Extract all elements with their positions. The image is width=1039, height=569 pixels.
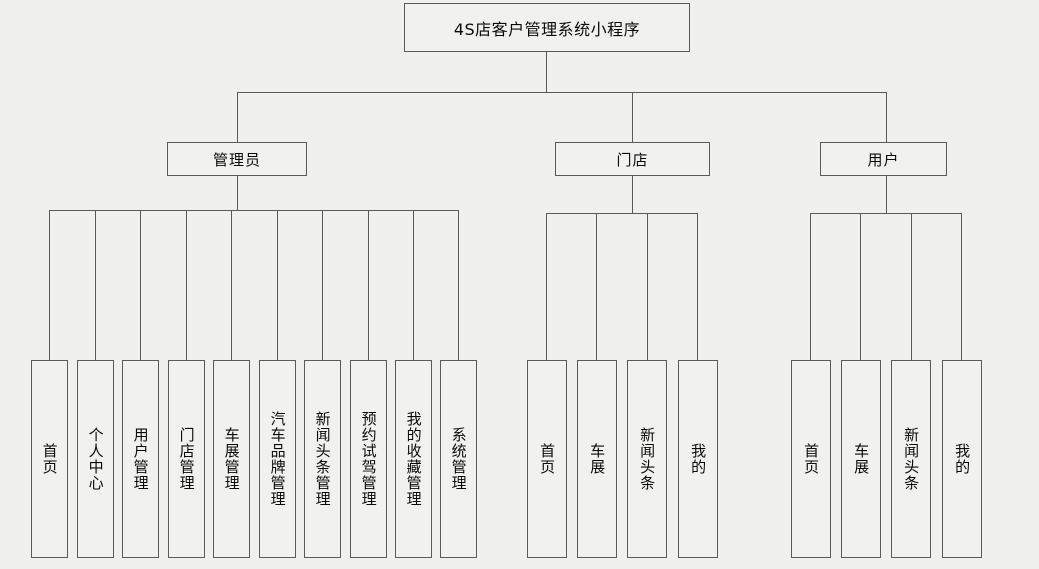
connector-admin-drop-2 (95, 210, 96, 360)
leaf-node-admin-10[interactable]: 系统管理 (440, 360, 477, 558)
connector-admin-drop-10 (458, 210, 459, 360)
connector-drop-admin (237, 92, 238, 142)
branch-node-user-label: 用户 (867, 150, 900, 169)
connector-root-stem (546, 52, 547, 92)
connector-admin-drop-7 (322, 210, 323, 360)
connector-store-drop-3 (647, 213, 648, 360)
branch-node-store-label: 门店 (616, 150, 649, 169)
leaf-node-store-1-label: 首页 (538, 443, 557, 475)
leaf-node-admin-5[interactable]: 车展管理 (213, 360, 250, 558)
leaf-node-admin-3-label: 用户管理 (131, 427, 150, 491)
connector-user-drop-1 (810, 213, 811, 360)
root-node-label: 4S店客户管理系统小程序 (453, 19, 641, 39)
leaf-node-admin-1-label: 首页 (40, 443, 59, 475)
leaf-node-admin-4-label: 门店管理 (177, 427, 196, 491)
leaf-node-admin-3[interactable]: 用户管理 (122, 360, 159, 558)
connector-drop-user (886, 92, 887, 142)
connector-level2-bus (237, 92, 887, 93)
leaf-node-user-2-label: 车展 (852, 443, 871, 475)
connector-admin-drop-5 (231, 210, 232, 360)
branch-node-admin[interactable]: 管理员 (167, 142, 307, 176)
branch-node-user[interactable]: 用户 (820, 142, 947, 176)
leaf-node-user-4-label: 我的 (953, 443, 972, 475)
leaf-node-admin-1[interactable]: 首页 (31, 360, 68, 558)
branch-node-store[interactable]: 门店 (555, 142, 710, 176)
connector-store-drop-1 (546, 213, 547, 360)
leaf-node-user-3-label: 新闻头条 (902, 427, 921, 491)
connector-user-stem (886, 176, 887, 213)
connector-user-bus (810, 213, 962, 214)
leaf-node-store-2[interactable]: 车展 (577, 360, 617, 558)
leaf-node-store-2-label: 车展 (588, 443, 607, 475)
leaf-node-admin-6-label: 汽车品牌管理 (268, 411, 287, 507)
connector-admin-drop-8 (368, 210, 369, 360)
leaf-node-admin-8[interactable]: 预约试驾管理 (350, 360, 387, 558)
connector-admin-bus (49, 210, 459, 211)
connector-user-drop-3 (911, 213, 912, 360)
leaf-node-admin-2[interactable]: 个人中心 (77, 360, 114, 558)
leaf-node-user-2[interactable]: 车展 (841, 360, 881, 558)
connector-admin-drop-3 (140, 210, 141, 360)
leaf-node-admin-2-label: 个人中心 (86, 427, 105, 491)
connector-store-stem (632, 176, 633, 213)
connector-drop-store (632, 92, 633, 142)
leaf-node-user-1-label: 首页 (802, 443, 821, 475)
connector-admin-drop-9 (413, 210, 414, 360)
leaf-node-store-3[interactable]: 新闻头条 (627, 360, 667, 558)
leaf-node-admin-4[interactable]: 门店管理 (168, 360, 205, 558)
leaf-node-admin-7-label: 新闻头条管理 (313, 411, 332, 507)
connector-user-drop-2 (860, 213, 861, 360)
leaf-node-admin-9-label: 我的收藏管理 (404, 411, 423, 507)
leaf-node-admin-10-label: 系统管理 (449, 427, 468, 491)
leaf-node-store-4-label: 我的 (689, 443, 708, 475)
connector-admin-drop-4 (186, 210, 187, 360)
leaf-node-admin-7[interactable]: 新闻头条管理 (304, 360, 341, 558)
root-node[interactable]: 4S店客户管理系统小程序 (404, 3, 690, 52)
leaf-node-store-1[interactable]: 首页 (527, 360, 567, 558)
connector-store-bus (546, 213, 698, 214)
leaf-node-admin-6[interactable]: 汽车品牌管理 (259, 360, 296, 558)
connector-user-drop-4 (961, 213, 962, 360)
leaf-node-user-3[interactable]: 新闻头条 (891, 360, 931, 558)
leaf-node-admin-9[interactable]: 我的收藏管理 (395, 360, 432, 558)
connector-store-drop-4 (697, 213, 698, 360)
leaf-node-user-4[interactable]: 我的 (942, 360, 982, 558)
connector-store-drop-2 (596, 213, 597, 360)
leaf-node-store-3-label: 新闻头条 (638, 427, 657, 491)
branch-node-admin-label: 管理员 (212, 150, 261, 169)
connector-admin-stem (237, 176, 238, 210)
leaf-node-admin-8-label: 预约试驾管理 (359, 411, 378, 507)
leaf-node-user-1[interactable]: 首页 (791, 360, 831, 558)
leaf-node-admin-5-label: 车展管理 (222, 427, 241, 491)
connector-admin-drop-6 (277, 210, 278, 360)
leaf-node-store-4[interactable]: 我的 (678, 360, 718, 558)
connector-admin-drop-1 (49, 210, 50, 360)
